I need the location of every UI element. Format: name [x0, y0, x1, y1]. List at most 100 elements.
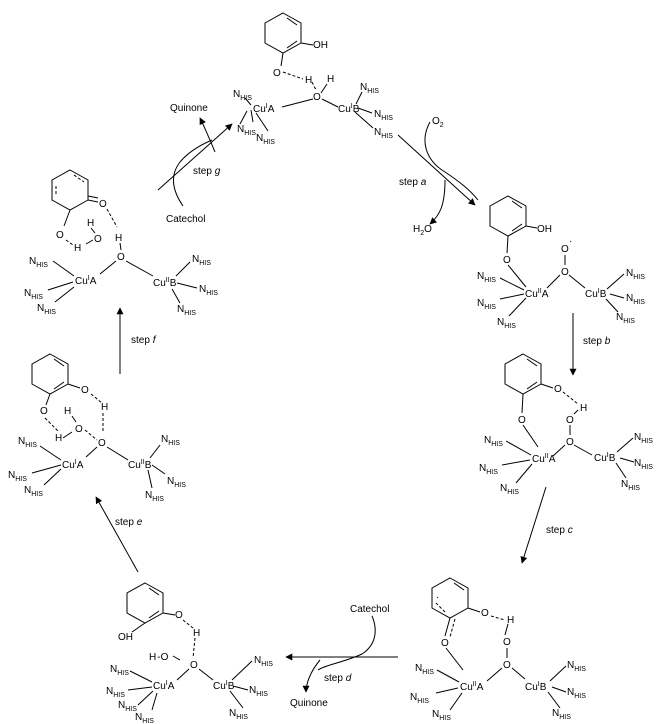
quinone-release-curve-g — [199, 117, 216, 153]
step-a-arrow — [397, 134, 476, 206]
svg-text:CuIIB: CuIIB — [153, 277, 177, 289]
phenolate-o: O — [273, 68, 281, 79]
svg-text:NHIS: NHIS — [37, 303, 56, 316]
cu-a-label: CuIA — [253, 103, 275, 115]
quinone-label-d: Quinone — [290, 698, 328, 709]
svg-text:NHIS: NHIS — [24, 288, 43, 301]
svg-text:NHIS: NHIS — [237, 124, 256, 137]
svg-text:CuIB: CuIB — [594, 452, 616, 464]
step-g-label: step g — [193, 166, 221, 177]
o2-uptake-curve — [424, 121, 479, 201]
svg-text:NHIS: NHIS — [634, 432, 653, 445]
svg-text:CuIIA: CuIIA — [525, 288, 549, 300]
svg-text:O: O — [175, 610, 183, 621]
svg-text:NHIS: NHIS — [29, 256, 48, 269]
step-g-group: Catechol Quinone step g — [157, 103, 233, 225]
svg-text:CuIIA: CuIIA — [532, 453, 556, 465]
svg-text:NHIS: NHIS — [374, 109, 393, 122]
catechol-label-d: Catechol — [350, 604, 389, 615]
step-c-label: step c — [546, 525, 573, 536]
catechol-uptake-curve-d — [317, 615, 376, 671]
step-e-label: step e — [115, 517, 143, 528]
svg-text:NHIS: NHIS — [616, 312, 635, 325]
step-c-group: step c — [520, 486, 573, 564]
svg-text:NHIS: NHIS — [256, 133, 275, 146]
svg-text:O: O — [566, 437, 574, 448]
svg-text:H: H — [87, 218, 94, 229]
svg-text:OH: OH — [537, 224, 552, 235]
svg-text:CuIB: CuIB — [585, 288, 607, 300]
svg-text:NHIS: NHIS — [249, 685, 268, 698]
svg-text:NHIS: NHIS — [177, 304, 196, 317]
step-e-arrow — [95, 496, 139, 573]
step-g-arrow — [157, 123, 233, 191]
svg-text:O: O — [503, 660, 511, 671]
svg-text:O: O — [441, 638, 449, 649]
svg-text:NHIS: NHIS — [567, 687, 586, 700]
svg-text:CuIB: CuIB — [213, 680, 235, 692]
svg-text:O: O — [56, 230, 64, 241]
benzene-ring — [51, 169, 89, 211]
svg-text:O: O — [94, 234, 102, 245]
svg-text:NHIS: NHIS — [110, 664, 129, 677]
benzene-ring — [264, 12, 302, 54]
svg-text:NHIS: NHIS — [415, 663, 434, 676]
structure-bottom-right: · O H O O O CuIIA CuIB NHIS NHIS NHIS NH… — [410, 577, 586, 722]
svg-text:NHIS: NHIS — [410, 692, 429, 705]
svg-text:NHIS: NHIS — [167, 476, 186, 489]
benzene-ring — [489, 195, 527, 237]
svg-text:NHIS: NHIS — [135, 712, 154, 724]
svg-text:O: O — [190, 660, 198, 671]
svg-text:CuIIA: CuIIA — [460, 681, 484, 693]
catechol-label-g: Catechol — [166, 214, 205, 225]
svg-text:NHIS: NHIS — [161, 434, 180, 447]
svg-text:NHIS: NHIS — [626, 268, 645, 281]
structure-right-1: OH O O · O CuIIA CuIB NHIS NHIS NHIS NHI… — [477, 195, 645, 330]
svg-text:NHIS: NHIS — [626, 293, 645, 306]
svg-text:NHIS: NHIS — [567, 660, 586, 673]
svg-text:O: O — [554, 384, 562, 395]
bridging-o: O — [313, 92, 321, 103]
svg-text:H: H — [115, 233, 122, 244]
cu-b-label: CuIB — [338, 103, 360, 115]
step-b-label: step b — [583, 336, 611, 347]
svg-text:NHIS: NHIS — [477, 298, 496, 311]
svg-text:O: O — [561, 244, 569, 255]
step-a-group: O2 H2O step a — [397, 116, 479, 237]
water-label-a: H2O — [413, 224, 432, 237]
svg-text:NHIS: NHIS — [229, 708, 248, 721]
svg-text:NHIS: NHIS — [8, 470, 27, 483]
svg-text:O: O — [117, 252, 125, 263]
o2-label: O2 — [432, 116, 444, 129]
svg-text:O: O — [40, 406, 48, 417]
superoxo-radical: · — [569, 236, 572, 247]
svg-text:NHIS: NHIS — [360, 82, 379, 95]
svg-text:CuIA: CuIA — [62, 459, 84, 471]
svg-text:NHIS: NHIS — [254, 655, 273, 668]
svg-text:·: · — [436, 592, 439, 603]
svg-text:NHIS: NHIS — [621, 479, 640, 492]
svg-text:NHIS: NHIS — [199, 284, 218, 297]
svg-text:O: O — [503, 637, 511, 648]
svg-text:NHIS: NHIS — [374, 127, 393, 140]
svg-text:H: H — [580, 403, 587, 414]
svg-text:H: H — [64, 406, 71, 417]
svg-text:NHIS: NHIS — [484, 435, 503, 448]
water-release-curve — [429, 179, 446, 225]
quinone-label-g: Quinone — [170, 103, 208, 114]
svg-text:NHIS: NHIS — [552, 708, 571, 721]
structure-top-resting: OH O H O H CuIA CuIB NHIS NHIS NHIS NHIS… — [233, 12, 393, 146]
svg-text:O: O — [98, 438, 106, 449]
svg-text:O: O — [481, 608, 489, 619]
catechol-uptake-curve-g — [173, 139, 213, 207]
svg-text:NHIS: NHIS — [432, 709, 451, 722]
svg-text:H: H — [327, 74, 334, 85]
step-c-arrow — [520, 486, 547, 564]
svg-text:NHIS: NHIS — [233, 89, 252, 102]
svg-text:H: H — [74, 243, 81, 254]
quinone-release-curve-d — [302, 659, 321, 693]
svg-text:NHIS: NHIS — [497, 317, 516, 330]
structure-bottom-left: O H OH H-O O CuIA CuIB NHIS NHIS NHIS NH… — [106, 582, 273, 724]
step-d-group: Catechol Quinone step d — [285, 604, 398, 709]
